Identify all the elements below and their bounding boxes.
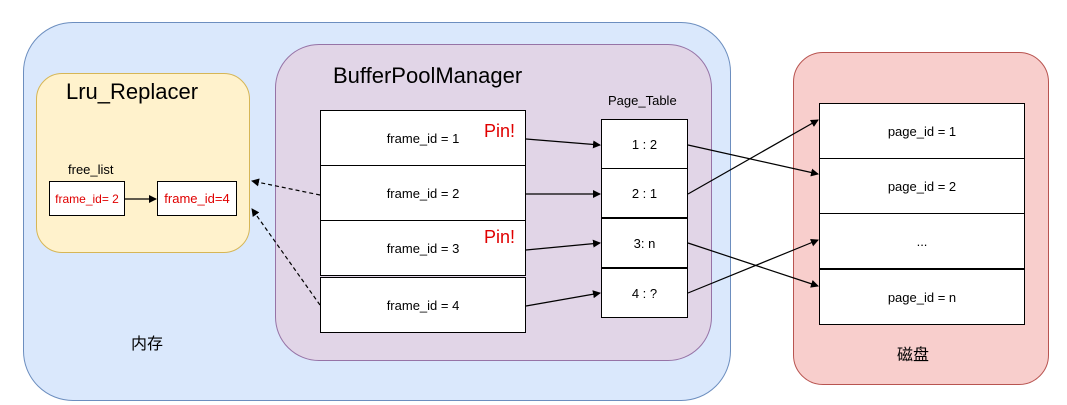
arrow-entry-1-to-page-2 (687, 144, 819, 177)
arrow-entry-2-to-page-1 (687, 119, 819, 195)
page-table-entry: 3: n (601, 218, 688, 268)
disk-page: page_id = 1 (819, 103, 1025, 159)
free-list-item: frame_id= 2 (49, 181, 125, 216)
free-list-label: free_list (68, 162, 114, 177)
lru-replacer-region (36, 73, 250, 253)
arrow-frame-3-to-table (525, 239, 601, 251)
page-table-entry: 2 : 1 (601, 168, 688, 218)
frame-cell-4: frame_id = 4 (320, 277, 526, 333)
disk-page: ... (819, 213, 1025, 269)
page-table-label: Page_Table (608, 93, 677, 108)
arrow-entry-4-to-ellipsis (687, 238, 819, 294)
memory-label: 内存 (131, 334, 164, 353)
arrow-entry-3-to-page-n (687, 242, 819, 288)
frame-cell-3: frame_id = 3 (320, 220, 526, 276)
lru-replacer-title: Lru_Replacer (66, 79, 199, 104)
disk-label: 磁盘 (897, 345, 930, 364)
pin-marker-frame-1: Pin! (484, 121, 516, 141)
dashed-arrow-frame-2-to-replacer (251, 178, 321, 196)
arrow-frame-1-to-table (525, 138, 601, 149)
arrow-frame-4-to-table (525, 290, 601, 307)
frame-cell-1: frame_id = 1 (320, 110, 526, 166)
frame-cell-2: frame_id = 2 (320, 165, 526, 221)
buffer-pool-manager-title: BufferPoolManager (333, 63, 523, 88)
page-table-entry: 4 : ? (601, 268, 688, 318)
pin-marker-frame-3: Pin! (484, 227, 516, 247)
page-table-entry: 1 : 2 (601, 119, 688, 169)
dashed-arrow-frame-4-to-replacer (251, 208, 321, 306)
free-list-item: frame_id=4 (157, 181, 237, 216)
disk-page: page_id = n (819, 269, 1025, 325)
